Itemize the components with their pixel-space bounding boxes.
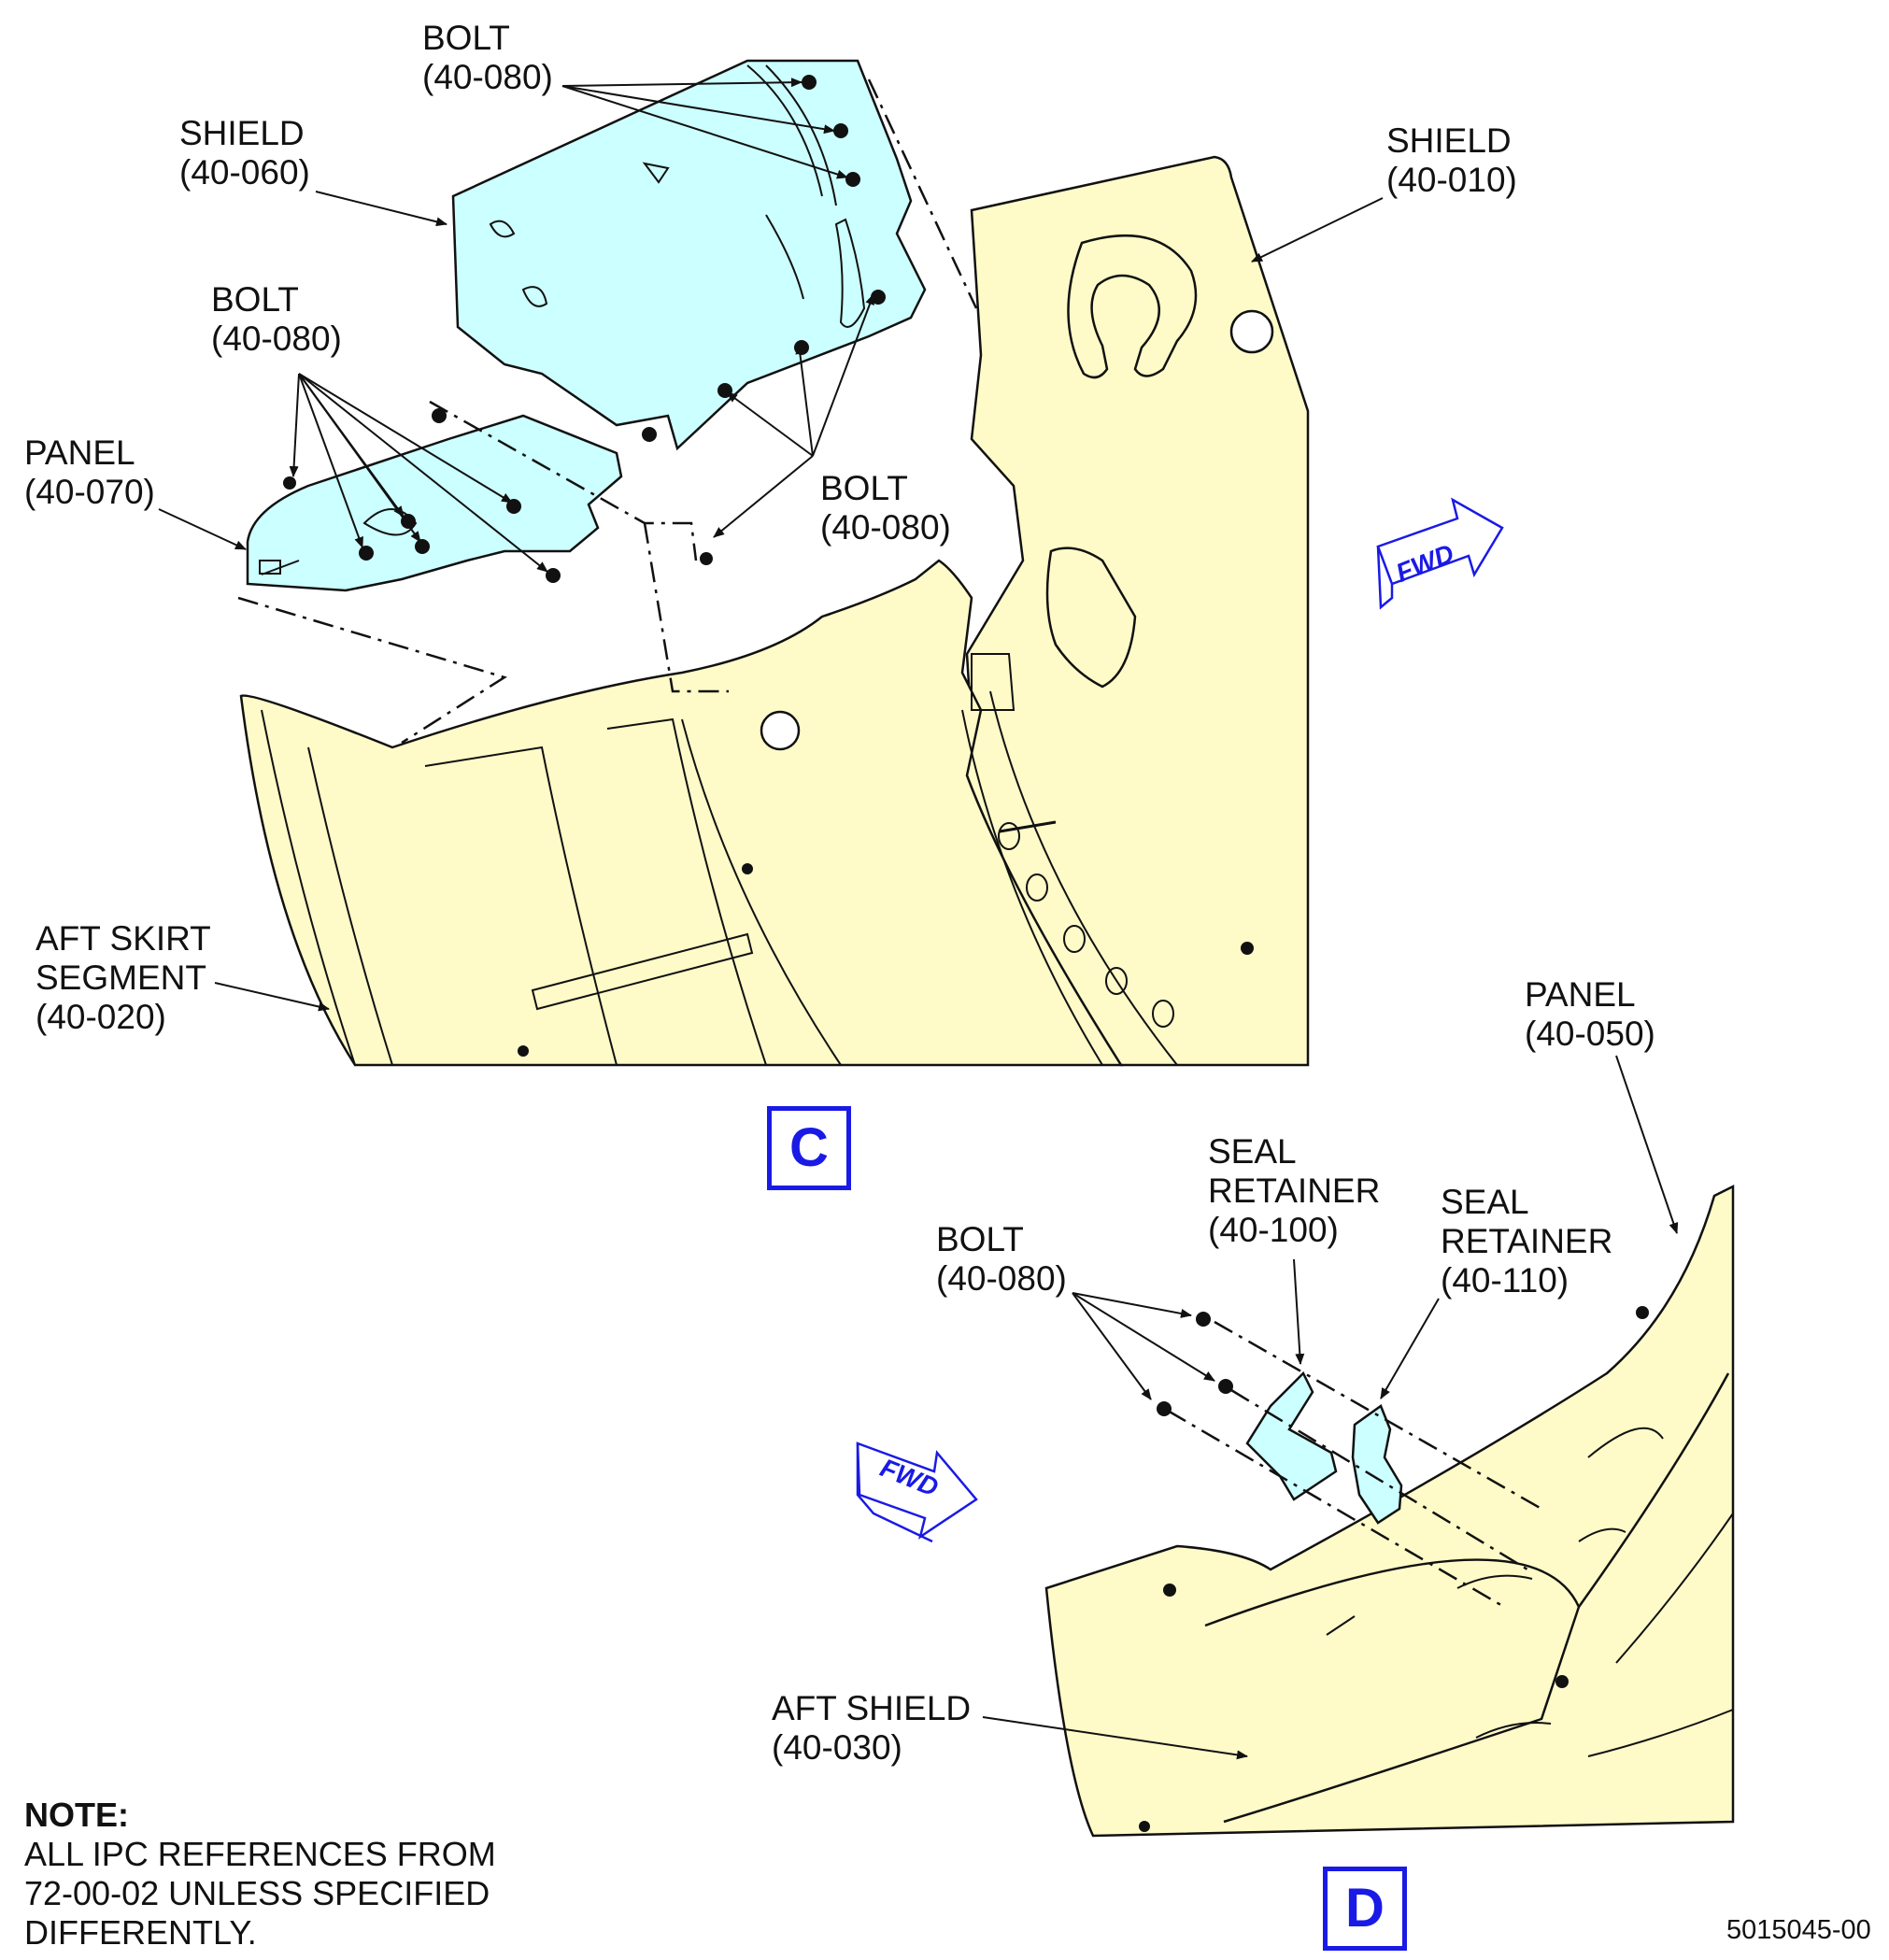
seal-retainer-40-100-part — [1245, 1371, 1338, 1501]
note-line: ALL IPC REFERENCES FROM — [24, 1835, 496, 1873]
fwd-arrow-c: FWD — [1376, 497, 1504, 610]
fwd-arrow-d: FWD — [856, 1442, 978, 1543]
aft-skirt-segment-part — [239, 547, 1254, 1067]
assembly-dash-lines — [237, 78, 1542, 1609]
note-line: DIFFERENTLY. — [24, 1913, 257, 1952]
seal-retainer-40-110-part — [1351, 1404, 1403, 1525]
label-shield-40-010: SHIELD (40-010) — [1386, 121, 1517, 199]
figure-number: 5015045-00 — [1726, 1915, 1871, 1945]
bolt-markers — [283, 75, 1233, 1416]
leader-lines — [158, 78, 1679, 1760]
label-aft-shield-40-030: AFT SHIELD (40-030) — [772, 1689, 972, 1767]
label-panel-40-070: PANEL (40-070) — [24, 433, 155, 511]
label-bolt-left: BOLT (40-080) — [211, 280, 342, 358]
note-line: 72-00-02 UNLESS SPECIFIED — [24, 1874, 490, 1912]
shield-40-060-part — [451, 59, 927, 451]
label-bolt-right: BOLT (40-080) — [820, 469, 951, 547]
view-c-badge: C — [767, 1106, 851, 1190]
label-bolt-top: BOLT (40-080) — [422, 19, 553, 96]
note-title: NOTE: — [24, 1796, 129, 1834]
label-shield-40-060: SHIELD (40-060) — [179, 114, 310, 192]
label-bolt-view-d: BOLT (40-080) — [936, 1220, 1067, 1298]
label-panel-40-050: PANEL (40-050) — [1525, 975, 1655, 1053]
label-aft-skirt-segment: AFT SKIRT SEGMENT (40-020) — [36, 919, 211, 1036]
label-seal-retainer-40-110: SEAL RETAINER (40-110) — [1441, 1183, 1613, 1300]
panel-40-070-part — [246, 414, 623, 592]
label-seal-retainer-40-100: SEAL RETAINER (40-100) — [1208, 1132, 1381, 1249]
view-d-badge: D — [1323, 1867, 1407, 1951]
note-block: NOTE: ALL IPC REFERENCES FROM 72-00-02 U… — [24, 1796, 496, 1953]
